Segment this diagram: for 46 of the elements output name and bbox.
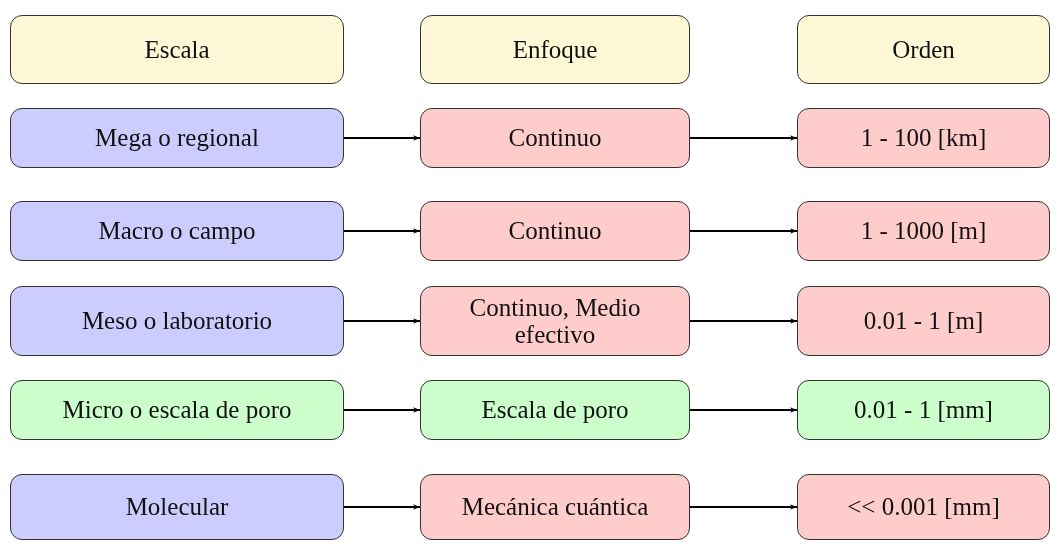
node-label: Mecánica cuántica xyxy=(460,493,650,521)
node-label: Meso o laboratorio xyxy=(80,307,274,335)
process-box xyxy=(420,380,690,440)
process-box xyxy=(797,108,1050,168)
header-box xyxy=(420,15,690,84)
header-box xyxy=(10,15,344,84)
node-label: Micro o escala de poro xyxy=(61,396,293,424)
node-label: Continuo, Medio efectivo xyxy=(468,293,642,349)
process-box xyxy=(420,474,690,540)
process-box xyxy=(797,201,1050,261)
node-label: 0.01 - 1 [mm] xyxy=(853,396,994,424)
process-box xyxy=(10,201,344,261)
arrow xyxy=(343,318,421,324)
arrow xyxy=(343,504,421,510)
arrow xyxy=(343,135,421,141)
node-label: Enfoque xyxy=(511,35,599,64)
process-box xyxy=(10,380,344,440)
arrow xyxy=(343,407,421,413)
process-box xyxy=(797,474,1050,540)
process-box xyxy=(797,286,1050,356)
process-box xyxy=(10,286,344,356)
node-label: 1 - 1000 [m] xyxy=(859,217,988,245)
node-label: Continuo xyxy=(507,124,603,152)
node-label: Mega o regional xyxy=(94,124,260,152)
node-label: Escala de poro xyxy=(480,396,630,424)
header-box xyxy=(797,15,1050,84)
arrow xyxy=(689,318,798,324)
process-box xyxy=(10,474,344,540)
arrow xyxy=(689,504,798,510)
node-label: Orden xyxy=(891,35,956,64)
node-label: Macro o campo xyxy=(97,217,257,245)
node-label: << 0.001 [mm] xyxy=(846,493,1001,521)
arrow xyxy=(689,135,798,141)
arrow xyxy=(343,228,421,234)
arrow xyxy=(689,228,798,234)
process-box xyxy=(420,201,690,261)
process-box xyxy=(420,108,690,168)
arrow xyxy=(689,407,798,413)
node-label: Escala xyxy=(143,35,211,64)
node-label: 0.01 - 1 [m] xyxy=(862,307,985,335)
node-label: Continuo xyxy=(507,217,603,245)
node-label: Molecular xyxy=(124,493,230,521)
process-box xyxy=(420,286,690,356)
node-label: 1 - 100 [km] xyxy=(859,124,988,152)
process-box xyxy=(10,108,344,168)
process-box xyxy=(797,380,1050,440)
